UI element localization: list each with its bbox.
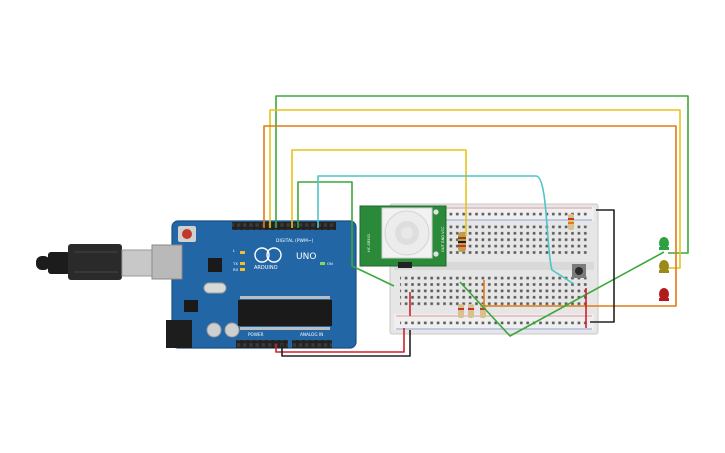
atmega-chip xyxy=(238,300,332,326)
pir-left-label: HC-SR501 xyxy=(367,234,371,252)
green-wire xyxy=(297,181,395,287)
led-yellow xyxy=(659,260,669,273)
analog-header-label: ANALOG IN xyxy=(300,332,323,337)
yellow-wire xyxy=(291,149,467,236)
black-wire xyxy=(590,209,615,323)
wires xyxy=(263,95,689,357)
power-header-label: POWER xyxy=(248,332,264,337)
usb-port xyxy=(151,244,183,280)
power-jack xyxy=(166,320,192,348)
green-wire xyxy=(275,95,689,254)
cyan-wire xyxy=(317,175,575,285)
pir-sensor: HC-SR501 OUT GND VCC xyxy=(359,205,447,268)
regulator xyxy=(184,300,198,312)
push-button[interactable] xyxy=(572,264,586,278)
green-wire xyxy=(459,251,665,337)
reset-button[interactable] xyxy=(182,229,192,239)
resistor xyxy=(458,304,486,318)
model-label: UNO xyxy=(296,252,316,262)
capacitor xyxy=(206,322,222,338)
resistor xyxy=(568,214,574,230)
rx-label: RX xyxy=(233,267,239,272)
pir-right-label: OUT GND VCC xyxy=(441,226,445,252)
led-red xyxy=(659,288,669,301)
tx-label: TX xyxy=(232,261,238,266)
resistor xyxy=(458,232,466,252)
digital-header-label: DIGITAL (PWM~) xyxy=(276,238,314,244)
arduino-logo-icon xyxy=(254,247,270,263)
led-green xyxy=(659,237,669,250)
crystal xyxy=(203,282,227,294)
on-label: ON xyxy=(327,261,333,266)
orange-wire xyxy=(263,125,677,307)
brand-label: ARDUINO xyxy=(254,265,278,271)
arduino-uno-board: UNO ARDUINO DIGITAL (PWM~) POWER ANALOG … xyxy=(151,220,357,349)
black-wire xyxy=(281,330,411,357)
usb-cable xyxy=(36,244,155,280)
capacitor xyxy=(224,322,240,338)
red-wire xyxy=(275,328,405,353)
usb-chip xyxy=(208,258,222,272)
l-label: L xyxy=(233,248,236,253)
